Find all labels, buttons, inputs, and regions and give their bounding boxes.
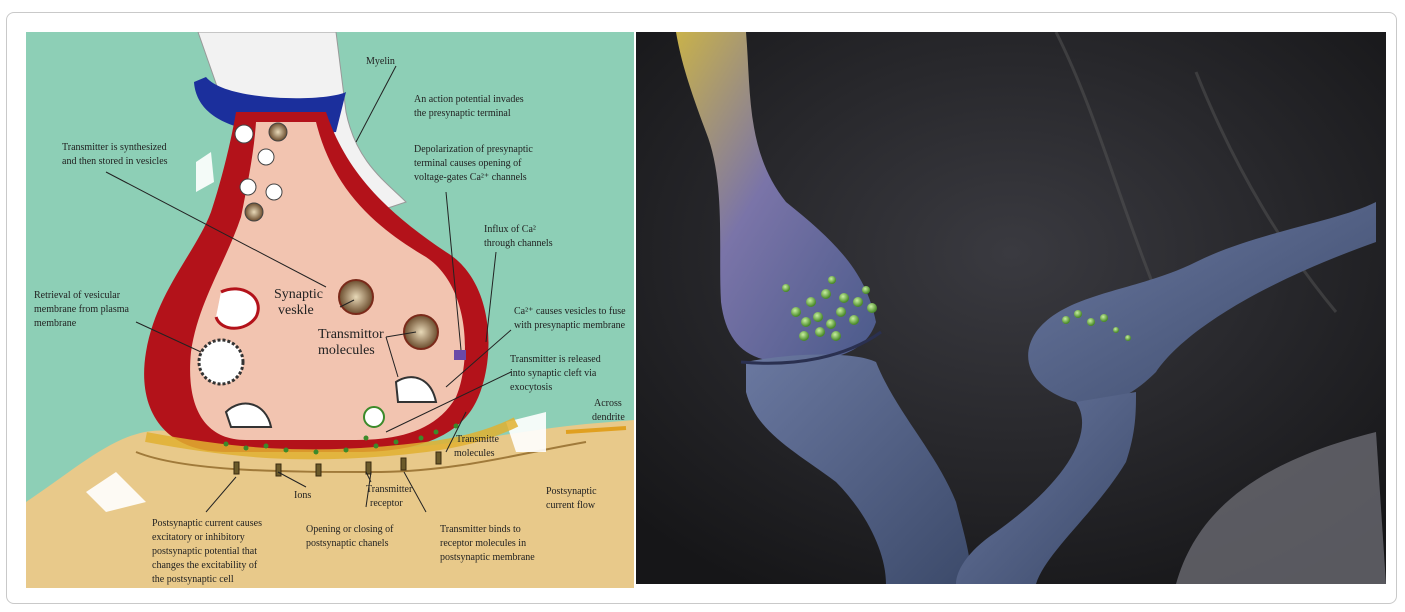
label-depolarization: Depolarization of presynaptic terminal c… bbox=[414, 144, 535, 183]
calcium-channel bbox=[454, 350, 466, 360]
label-myelin: Myelin bbox=[366, 56, 395, 67]
synaptic-vesicle bbox=[339, 280, 373, 314]
retrieved-vesicle bbox=[199, 340, 243, 384]
synapse-render bbox=[636, 32, 1386, 584]
label-transmitter-binds: Transmitter binds to receptor molecules … bbox=[440, 524, 535, 563]
label-ions: Ions bbox=[294, 490, 311, 501]
synapse-diagram: Myelin An action potential invades the p… bbox=[26, 32, 634, 588]
